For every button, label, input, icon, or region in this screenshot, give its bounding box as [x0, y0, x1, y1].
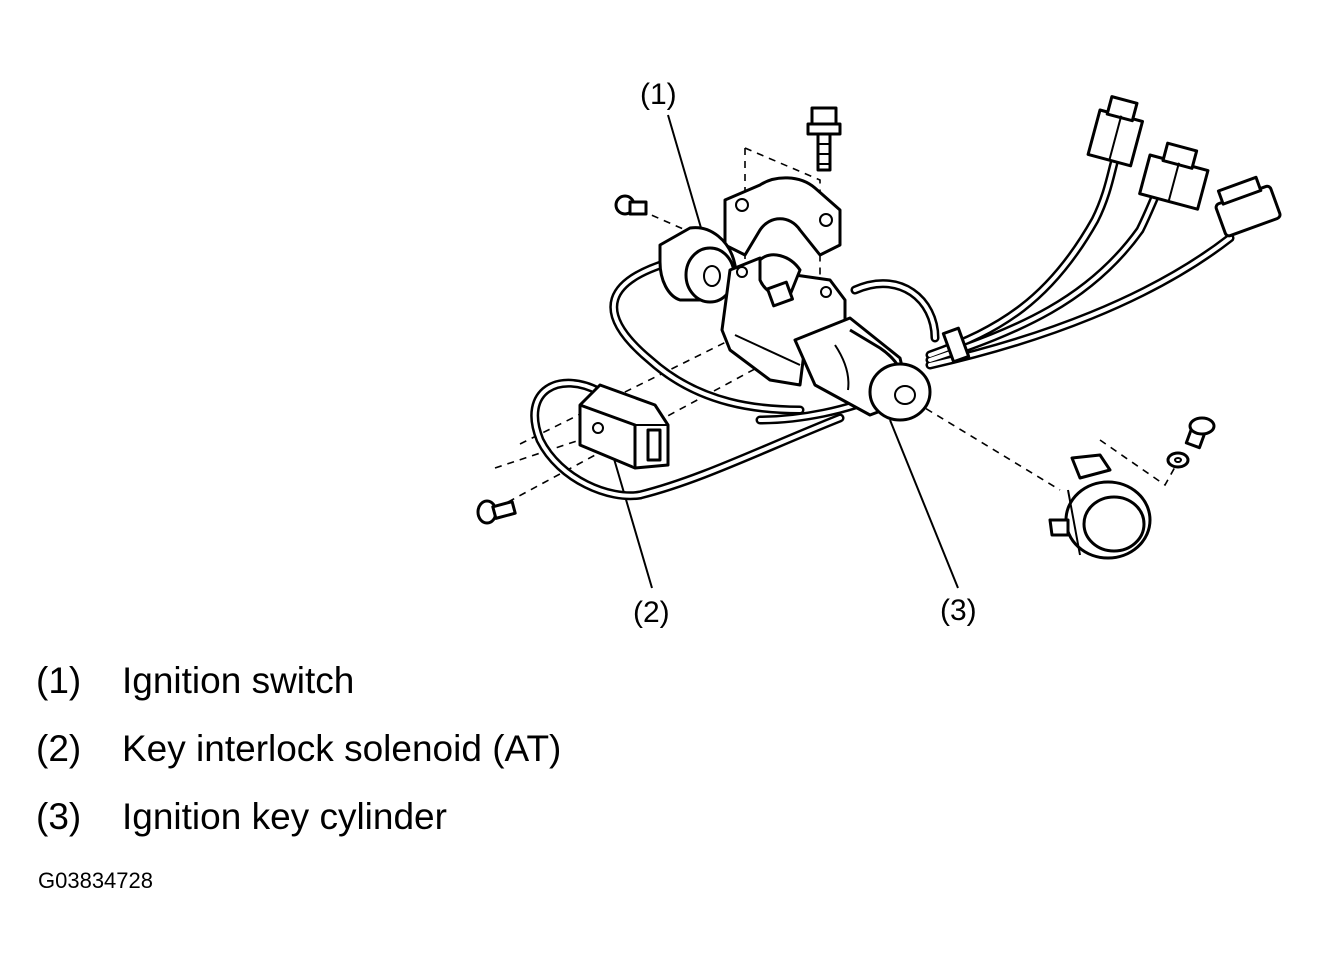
- legend-number: (3): [36, 796, 82, 837]
- callout-2-label: (2): [633, 596, 670, 629]
- legend-item: (2) Key interlock solenoid (AT): [36, 728, 561, 796]
- legend-label: Ignition switch: [122, 660, 355, 701]
- switch-screw: [614, 194, 648, 216]
- leader-lines: [611, 114, 959, 589]
- upper-clamp-bracket: [723, 176, 842, 257]
- solenoid-screw: [476, 499, 517, 525]
- wiring-harness: [530, 145, 1235, 501]
- trim-ring-washer: [1166, 451, 1190, 469]
- steering-lock-body: [720, 253, 847, 387]
- legend-label: Ignition key cylinder: [122, 796, 447, 837]
- parts-legend: (1) Ignition switch (2) Key interlock so…: [36, 660, 561, 864]
- callout-1-label: (1): [640, 78, 677, 111]
- upper-bolt: [806, 106, 842, 172]
- legend-label: Key interlock solenoid (AT): [122, 728, 562, 769]
- harness-connectors: [1086, 95, 1282, 238]
- callout-3-label: (3): [940, 594, 977, 627]
- key-cylinder-trim-ring: [1048, 453, 1152, 560]
- ignition-key-cylinder: [793, 316, 932, 422]
- key-interlock-solenoid: [578, 383, 670, 470]
- legend-item: (1) Ignition switch: [36, 660, 561, 728]
- figure-code: G03834728: [38, 868, 153, 893]
- legend-number: (1): [36, 660, 82, 701]
- ignition-switch: [658, 226, 738, 304]
- legend-number: (2): [36, 728, 82, 769]
- exploded-parts-diagram: (1) (2) (3): [476, 78, 1282, 629]
- trim-ring-screw: [1184, 416, 1216, 450]
- legend-item: (3) Ignition key cylinder: [36, 796, 561, 864]
